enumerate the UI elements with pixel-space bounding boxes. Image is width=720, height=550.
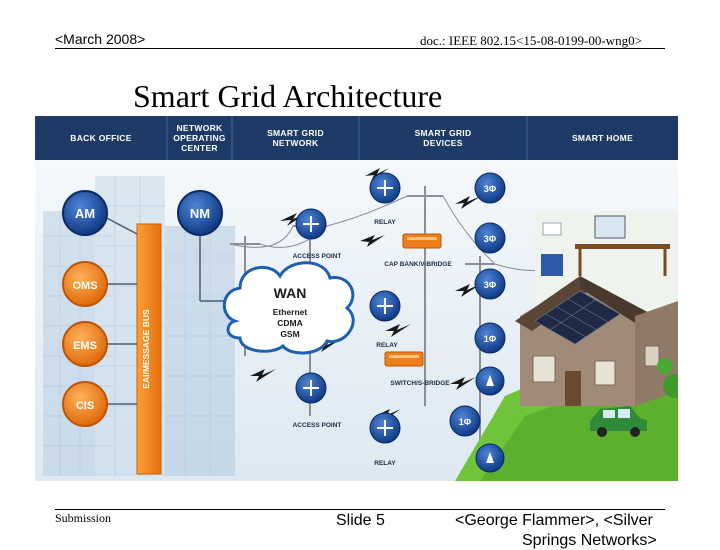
architecture-diagram: EAI/MESSAGE BUS AM OMS EMS CIS (35, 116, 678, 481)
device-meters: 3Φ 3Φ 3Φ 1Φ 1Φ (449, 172, 506, 473)
meter-4-label: 1Φ (484, 334, 497, 344)
column-dividers (166, 116, 528, 160)
column-back-office: BACK OFFICE (70, 133, 132, 143)
wan-cloud: WAN Ethernet CDMA GSM (222, 261, 355, 355)
footer-slide-number: Slide 5 (336, 512, 385, 529)
access-point-node-bottom (295, 372, 327, 404)
column-network-operating-center: NETWORK OPERATING CENTER (173, 123, 226, 153)
wan-link-cdma: CDMA (277, 318, 303, 328)
meter-6 (475, 366, 505, 396)
header-doc-id: doc.: IEEE 802.15<15-08-0199-00-wng0> (420, 33, 642, 48)
trees (657, 358, 678, 398)
footer-rule (55, 509, 665, 510)
node-ems-label: EMS (73, 340, 97, 352)
eai-message-bus (136, 223, 162, 475)
slide-title: Smart Grid Architecture (133, 78, 443, 114)
network-nodes (295, 172, 442, 444)
cap-bank-device (402, 233, 442, 249)
node-am-label: AM (75, 206, 95, 221)
column-smart-home: SMART HOME (571, 133, 634, 143)
header-date: <March 2008> (55, 31, 146, 47)
meter-1: 3Φ (474, 172, 506, 204)
label-cap-bank: CAP BANK/V-BRIDGE (384, 261, 452, 268)
network-labels: ACCESS POINT RELAY ACCESS POINT RELAY RE… (293, 219, 453, 467)
label-relay-top: RELAY (374, 219, 396, 226)
footer-submission: Submission (55, 511, 112, 525)
node-oms: OMS (62, 261, 108, 307)
node-oms-label: OMS (72, 280, 97, 292)
meter-5: 1Φ (449, 405, 481, 437)
column-header-bar (35, 116, 678, 160)
meter-3: 3Φ (474, 268, 506, 300)
meter-3-label: 3Φ (484, 280, 497, 290)
label-relay-bottom: RELAY (374, 460, 396, 467)
header-rule (55, 48, 665, 49)
column-smart-grid-network: SMART GRID NETWORK (267, 128, 324, 148)
label-switch: SWITCH/S-BRIDGE (390, 380, 450, 387)
column-smart-grid-devices: SMART GRID DEVICES (414, 128, 472, 148)
meter-4: 1Φ (474, 322, 506, 354)
meter-2: 3Φ (474, 222, 506, 254)
switch-device (384, 351, 424, 367)
footer-author-cont: Springs Networks> (522, 532, 657, 549)
meter-1-label: 3Φ (484, 184, 497, 194)
eai-bus-label: EAI/MESSAGE BUS (141, 309, 151, 389)
smart-home-house (515, 276, 678, 406)
footer-author: <George Flammer>, <Silver (455, 512, 653, 529)
relay-node-bottom (369, 412, 401, 444)
meter-2-label: 3Φ (484, 234, 497, 244)
node-cis-label: CIS (76, 400, 94, 412)
label-access-point-bottom: ACCESS POINT (293, 422, 342, 429)
node-ems: EMS (62, 321, 108, 367)
diagram-canvas: EAI/MESSAGE BUS AM OMS EMS CIS (35, 116, 678, 481)
node-am: AM (62, 190, 108, 236)
car (590, 406, 647, 437)
wan-link-gsm: GSM (280, 329, 299, 339)
relay-node-mid (369, 290, 401, 322)
label-relay-mid: RELAY (376, 342, 398, 349)
node-nm: NM (177, 190, 223, 236)
wan-title: WAN (274, 285, 307, 301)
relay-node-top (369, 172, 401, 204)
label-access-point-top: ACCESS POINT (293, 253, 342, 260)
node-nm-label: NM (190, 206, 210, 221)
meter-5-label: 1Φ (459, 417, 472, 427)
wan-link-ethernet: Ethernet (273, 307, 308, 317)
meter-7 (475, 443, 505, 473)
node-cis: CIS (62, 381, 108, 427)
access-point-node-top (295, 208, 327, 240)
